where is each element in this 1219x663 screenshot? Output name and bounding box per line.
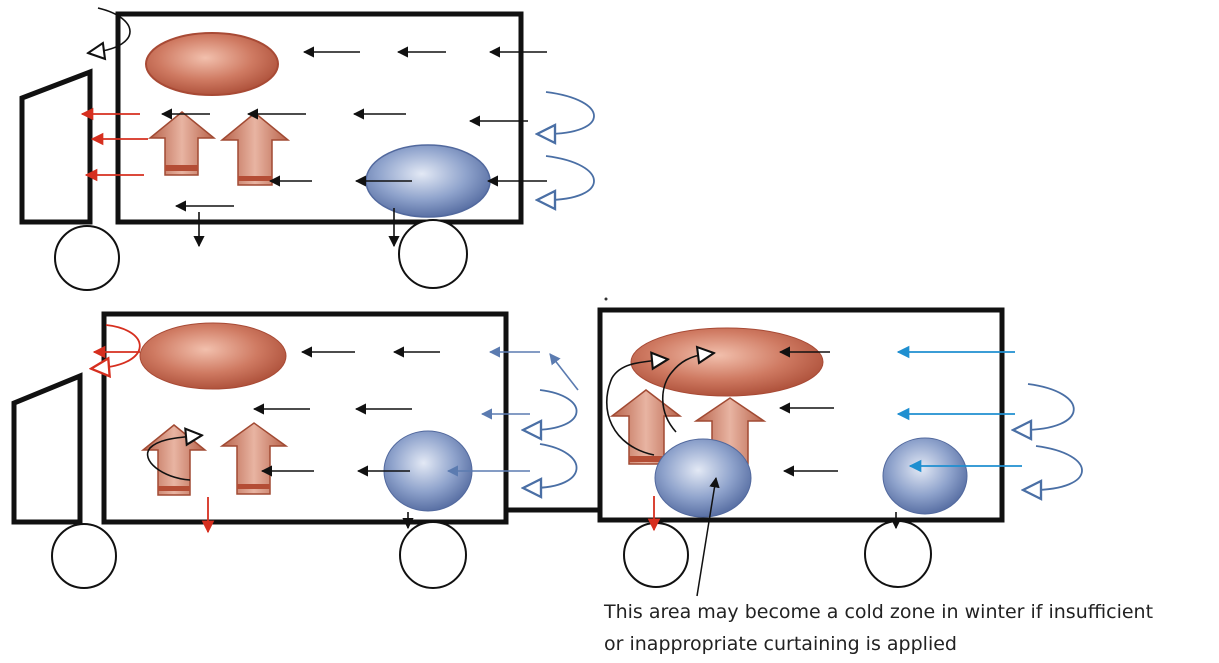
warm-air-mass — [630, 327, 824, 397]
trailer-rear-wheel — [864, 520, 932, 588]
warm-air-leak-arrows — [80, 107, 148, 182]
warm-air-leak-arrows — [94, 324, 215, 534]
truck-top-rear-wheel — [398, 219, 468, 289]
truck-top-cab — [19, 68, 93, 225]
cold-zone-mass — [654, 438, 752, 518]
rising-air-arrow — [219, 422, 289, 495]
cold-zone-pointer — [696, 476, 720, 597]
trailer — [597, 307, 1083, 588]
stray-dot — [604, 297, 608, 301]
caption-line-1: This area may become a cold zone in wint… — [604, 601, 1154, 623]
truck-bottom-cab — [11, 372, 83, 525]
truck-bottom-front-wheel — [51, 523, 117, 589]
truck-bottom-rear-wheel — [399, 521, 467, 589]
truck-bottom — [11, 311, 601, 589]
warm-air-mass — [145, 32, 279, 96]
drafting-air-arrows — [446, 346, 579, 477]
rising-air-arrow — [219, 112, 291, 186]
airflow-arrows — [605, 352, 902, 530]
trailer-body — [597, 307, 1005, 523]
truck-top — [19, 7, 595, 291]
airflow-arrows — [96, 7, 547, 248]
cool-air-inflow-arrows — [896, 345, 1022, 473]
truck-top-front-wheel — [54, 225, 120, 291]
truck-bottom-body — [101, 311, 509, 525]
inflow-curl-arrows — [532, 389, 578, 488]
cold-air-mass — [882, 437, 968, 515]
inflow-curl-arrows — [546, 91, 595, 200]
caption-line-2: or inappropriate curtaining is applied — [604, 633, 957, 655]
cold-zone-caption: This area may become a cold zone in wint… — [604, 596, 1214, 660]
airflow-arrows — [146, 346, 440, 530]
truck-top-body — [115, 11, 524, 225]
rising-air-arrow — [140, 424, 208, 496]
rising-air-arrow — [147, 111, 217, 176]
trailer-front-wheel — [623, 522, 689, 588]
inflow-curl-arrows — [1022, 383, 1083, 490]
warm-air-mass — [139, 322, 287, 390]
